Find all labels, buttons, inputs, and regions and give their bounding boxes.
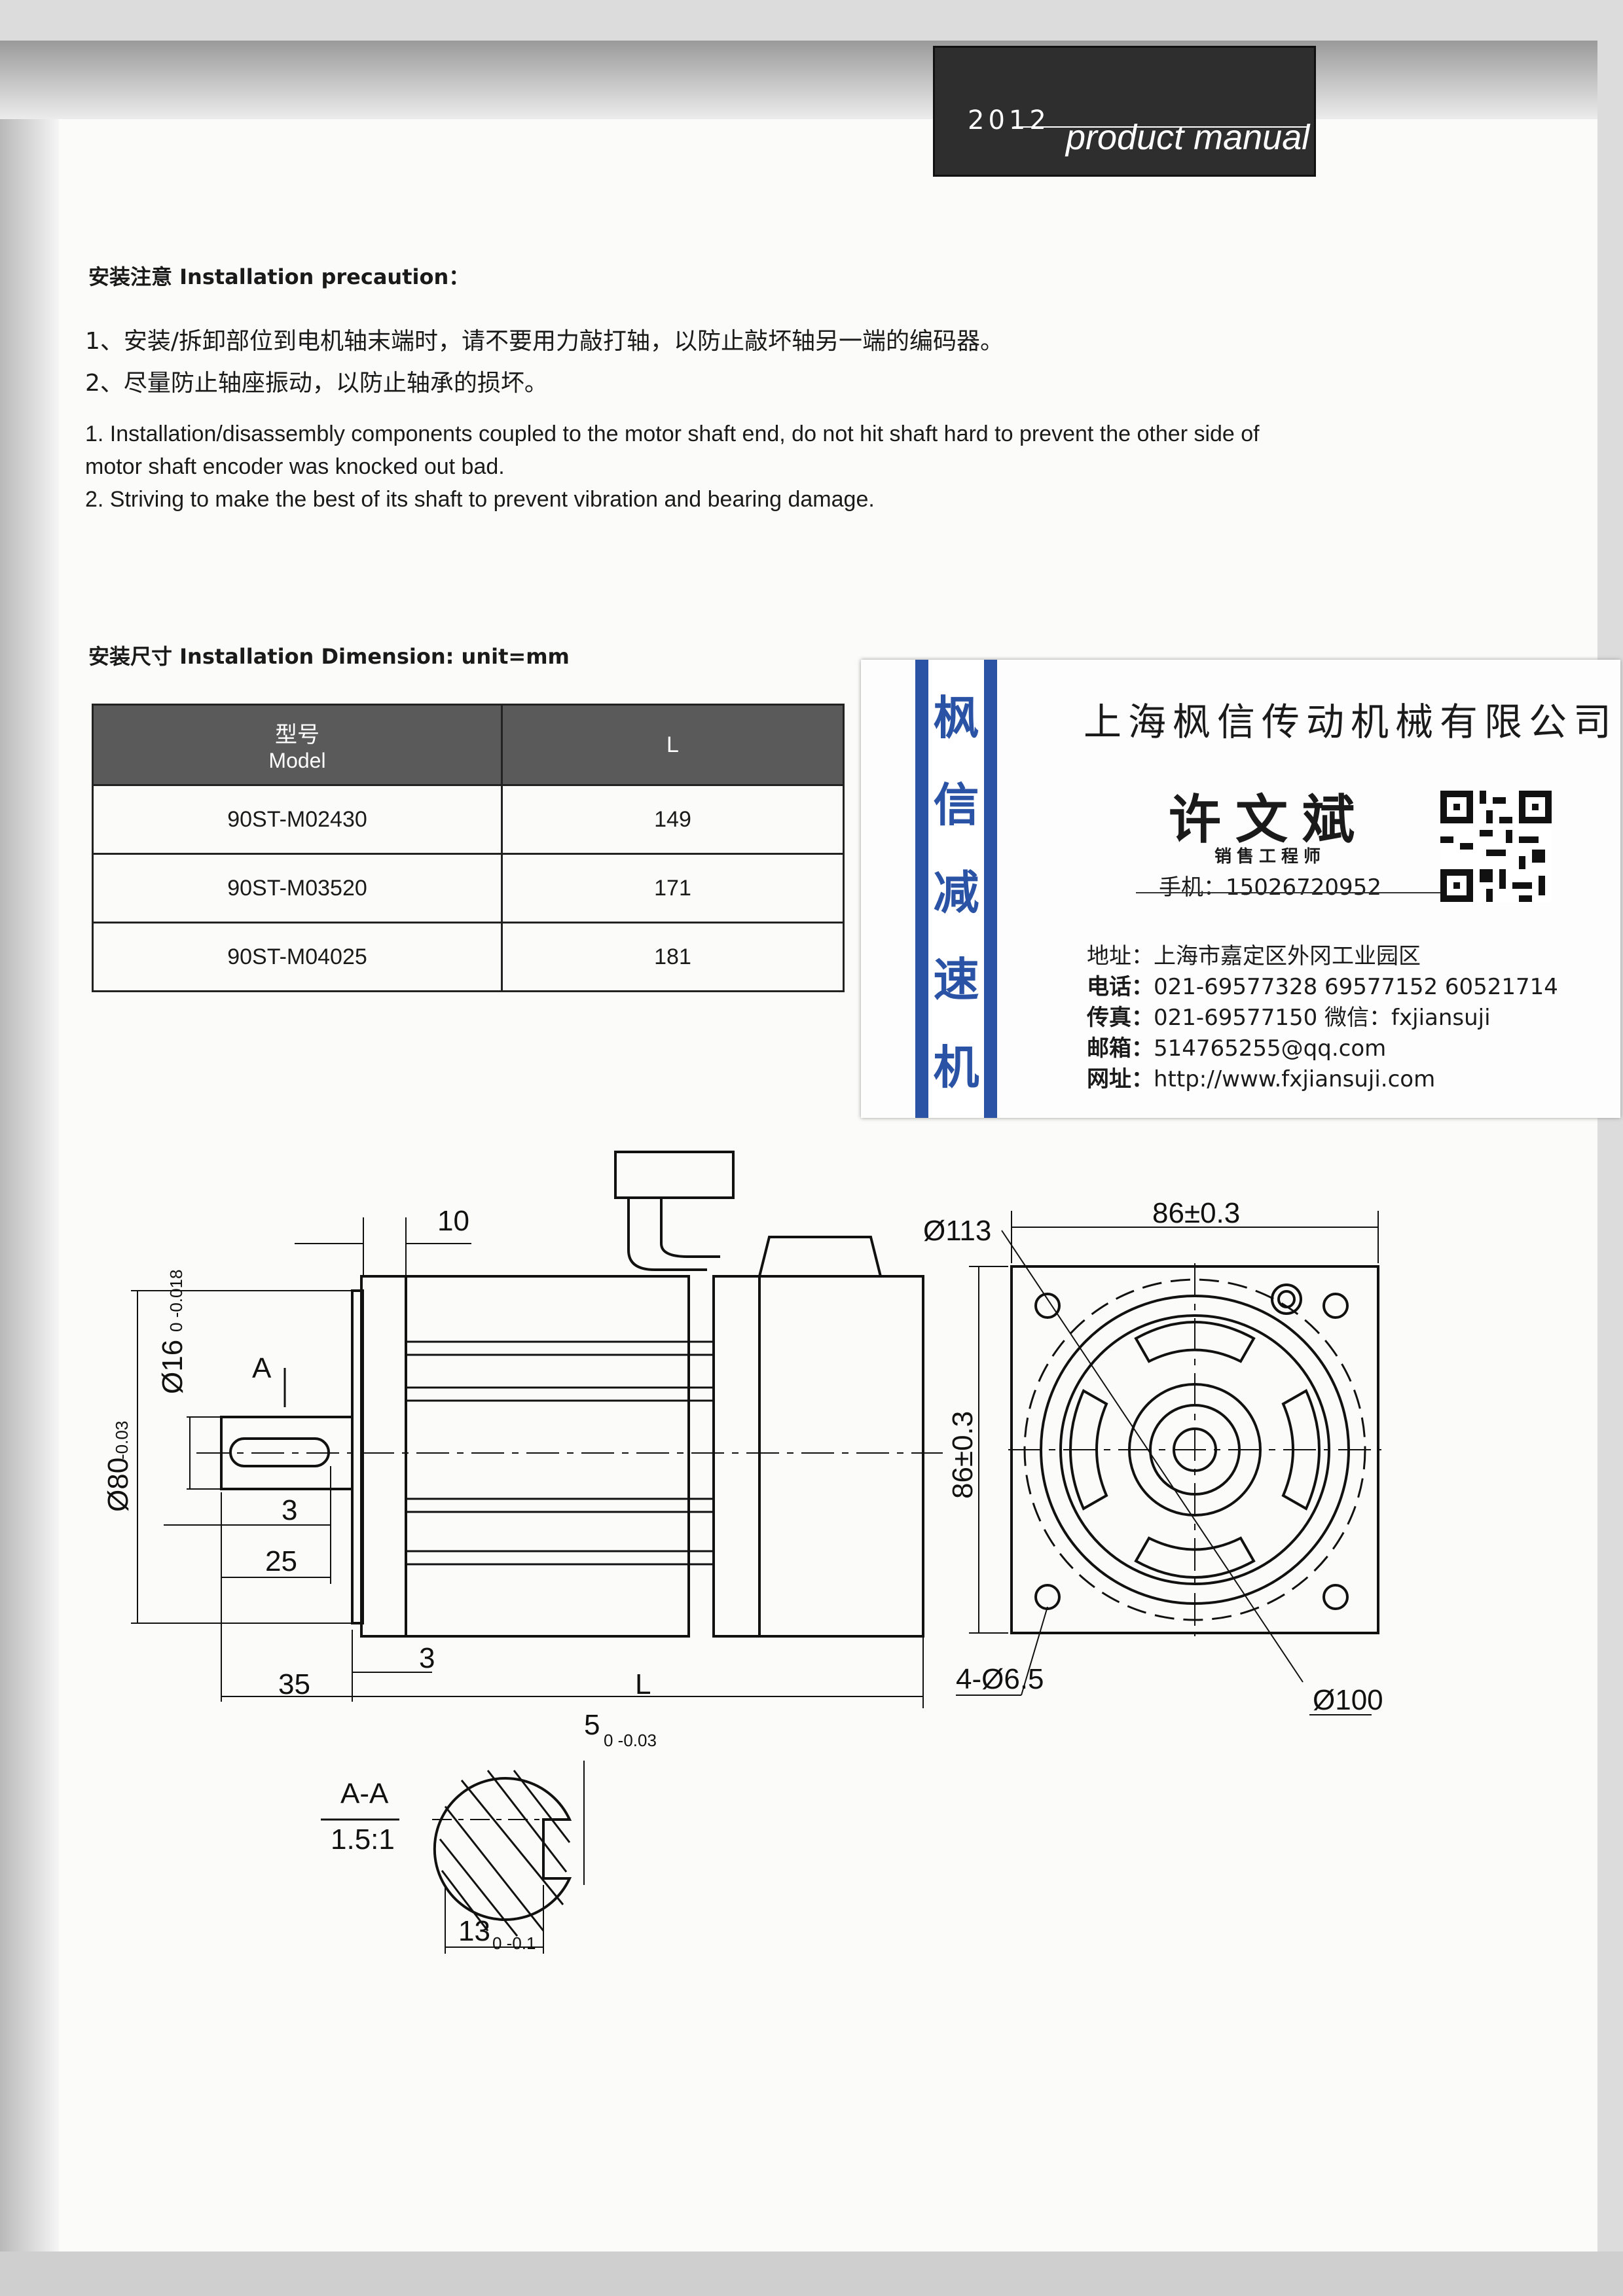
l-cell: 149 — [501, 784, 845, 855]
precaution-cn-1: 1、安装/拆卸部位到电机轴末端时，请不要用力敲打轴，以防止敲坏轴另一端的编码器。 — [85, 328, 1004, 355]
precaution-en-2: 2. Striving to make the best of its shaf… — [85, 487, 875, 512]
table-row: 90ST-M02430 149 — [92, 784, 845, 855]
card-email: 514765255@qq.com — [1154, 1035, 1387, 1062]
precaution-en-1a: 1. Installation/disassembly components c… — [85, 422, 1260, 446]
motor-rear-cap — [712, 1275, 761, 1638]
card-band-text: 枫 信 减 速 机 — [928, 660, 984, 1118]
mount-hole — [1034, 1584, 1061, 1610]
band-char: 速 — [933, 952, 979, 1007]
l-cell: 181 — [501, 922, 845, 992]
card-fax: 021-69577150 微信：fxjiansuji — [1154, 1005, 1491, 1031]
section-marker-a: A — [252, 1352, 272, 1384]
model-cell: 90ST-M02430 — [92, 784, 503, 855]
dim-phi113: Ø113 — [923, 1215, 991, 1247]
dim-3-key: 3 — [282, 1494, 297, 1526]
l-column-header: L — [501, 704, 845, 786]
dim-10: 10 — [437, 1205, 469, 1237]
model-cell: 90ST-M04025 — [92, 922, 503, 992]
dimension-heading: 安装尺寸 Installation Dimension: unit=mm — [88, 644, 570, 669]
band-char: 枫 — [933, 690, 979, 745]
dim-3-flange: 3 — [419, 1642, 435, 1674]
dim-86-vertical: 86±0.3 — [947, 1411, 979, 1499]
card-phone-label: 电话： — [1087, 974, 1154, 1000]
dim-86-horizontal: 86±0.3 — [1152, 1197, 1240, 1229]
precaution-cn-2: 2、尽量防止轴座振动，以防止轴承的损坏。 — [85, 370, 548, 397]
card-fax-label: 传真： — [1087, 1005, 1154, 1031]
model-column-header: 型号 Model — [92, 704, 503, 786]
header-title: product manual — [1066, 118, 1310, 157]
card-web-label: 网址： — [1087, 1066, 1154, 1092]
header-bar — [0, 41, 1597, 119]
dim-5-tolerance: 0 -0.03 — [604, 1731, 657, 1750]
card-address: 地址：上海市嘉定区外冈工业园区 — [1087, 943, 1421, 969]
card-divider — [1136, 892, 1463, 893]
dim-13-tolerance: 0 -0.1 — [492, 1933, 536, 1953]
table-row: 90ST-M04025 181 — [92, 922, 845, 992]
model-header-en: Model — [268, 749, 326, 772]
card-phone-line: 电话：021-69577328 69577152 60521714 — [1087, 969, 1558, 1001]
band-char: 信 — [933, 778, 979, 832]
card-company: 上海枫信传动机械有限公司 — [1084, 700, 1618, 744]
card-blue-band: 枫 信 减 速 机 — [915, 660, 997, 1118]
precaution-heading: 安装注意 Installation precaution： — [88, 264, 470, 289]
manual-page — [0, 41, 1597, 2253]
dim-l: L — [635, 1668, 651, 1700]
business-card: 枫 信 减 速 机 上海枫信传动机械有限公司 许文斌 销售工程师 手机：1502… — [861, 660, 1620, 1118]
dimension-table: 型号 Model L 90ST-M02430 149 90ST-M03520 1… — [92, 704, 845, 992]
motor-body-outline — [360, 1275, 690, 1638]
mount-hole — [1322, 1584, 1349, 1610]
dim-phi80-tolerance: -0.03 — [112, 1421, 132, 1460]
header-year: 2012 — [968, 105, 1050, 135]
qr-code-icon — [1440, 791, 1552, 902]
page-edge-shadow — [0, 41, 59, 2253]
badge-line — [1013, 126, 1308, 128]
card-email-line: 邮箱：514765255@qq.com — [1087, 1030, 1386, 1062]
header-badge: 2012 product manual — [933, 46, 1316, 177]
model-header-cn: 型号 — [275, 723, 319, 747]
dim-25: 25 — [265, 1545, 297, 1577]
precaution-en-1b: motor shaft encoder was knocked out bad. — [85, 454, 505, 479]
card-role: 销售工程师 — [1214, 847, 1326, 867]
card-email-label: 邮箱： — [1087, 1035, 1154, 1062]
bottom-shadow — [0, 2251, 1623, 2296]
section-scale: 1.5:1 — [331, 1823, 395, 1856]
l-cell: 171 — [501, 853, 845, 924]
band-char: 机 — [933, 1039, 979, 1094]
dim-5: 5 — [584, 1709, 600, 1741]
mount-hole — [1322, 1293, 1349, 1319]
dim-4-phi-6-5: 4-Ø6.5 — [956, 1663, 1044, 1695]
card-fax-line: 传真：021-69577150 微信：fxjiansuji — [1087, 999, 1491, 1031]
dim-phi16-tolerance: 0 -0.018 — [166, 1270, 186, 1332]
dim-phi100: Ø100 — [1313, 1684, 1383, 1716]
card-phone: 021-69577328 69577152 60521714 — [1154, 974, 1558, 1000]
connector-plug — [614, 1151, 735, 1199]
model-cell: 90ST-M03520 — [92, 853, 503, 924]
mount-hole — [1034, 1293, 1061, 1319]
dim-13: 13 — [458, 1915, 490, 1947]
table-row: 90ST-M03520 171 — [92, 853, 845, 924]
dim-phi16: Ø16 — [156, 1340, 189, 1394]
card-web: http://www.fxjiansuji.com — [1154, 1066, 1436, 1092]
table-header-row: 型号 Model L — [92, 704, 845, 786]
band-char: 减 — [933, 865, 979, 920]
card-mobile: 手机：15026720952 — [1159, 874, 1381, 901]
dim-phi80: Ø80 — [102, 1458, 134, 1512]
section-aa-shape — [433, 1777, 572, 1921]
dim-35: 35 — [278, 1668, 310, 1700]
section-label: A-A — [340, 1778, 389, 1810]
card-person-name: 许文斌 — [1169, 789, 1369, 850]
card-web-line: 网址：http://www.fxjiansuji.com — [1087, 1061, 1435, 1093]
encoder-housing — [758, 1275, 924, 1638]
